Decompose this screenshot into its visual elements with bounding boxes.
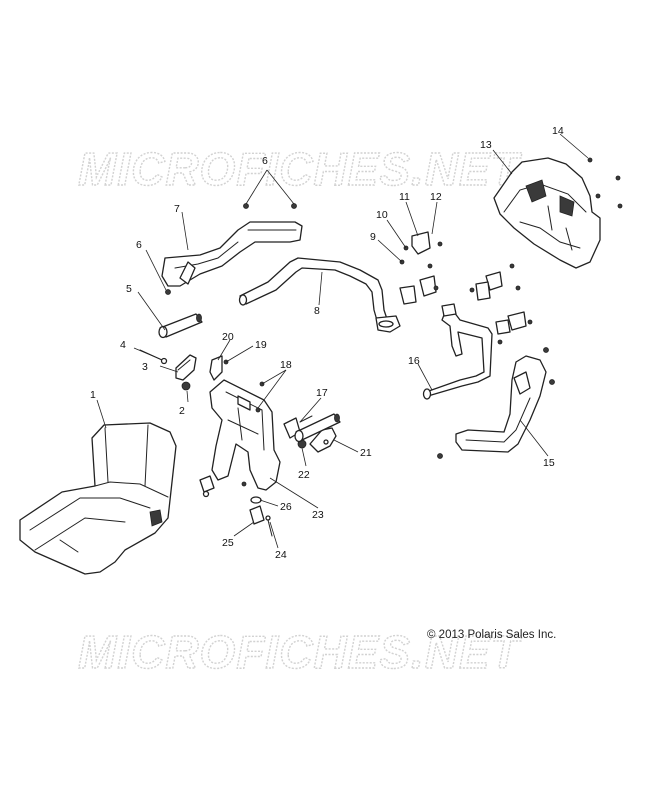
callout-12: 12 <box>430 191 442 203</box>
callout-10: 10 <box>376 209 388 221</box>
leader-lines <box>96 133 589 549</box>
part-roll-bar-8 <box>238 257 401 333</box>
callout-14: 14 <box>552 125 564 137</box>
part-seat <box>19 422 177 575</box>
callout-9: 9 <box>370 231 376 243</box>
callout-16: 16 <box>408 355 420 367</box>
part-grab-handle-7 <box>161 221 303 287</box>
part-fastener-14a <box>587 157 593 163</box>
part-fastener-14d <box>595 193 601 199</box>
part-grab-handle-15 <box>437 347 555 459</box>
callout-19: 19 <box>255 339 267 351</box>
callout-3: 3 <box>142 361 148 373</box>
part-fastener-14b <box>615 175 621 181</box>
part-tube-5 <box>158 313 203 339</box>
part-clamps <box>399 231 533 345</box>
callout-6b: 6 <box>136 239 142 251</box>
watermark-top: MICROFICHES.NET <box>78 143 523 195</box>
part-bumper-left <box>175 354 197 391</box>
callout-13: 13 <box>480 139 492 151</box>
part-tube-middle <box>294 413 341 443</box>
callout-6a: 6 <box>262 155 268 167</box>
callout-15: 15 <box>543 457 555 469</box>
part-rear-box-13 <box>493 157 601 269</box>
callout-1: 1 <box>90 389 96 401</box>
copyright-notice: © 2013 Polaris Sales Inc. <box>427 629 556 641</box>
callout-17: 17 <box>316 387 328 399</box>
part-roll-bar-16 <box>422 303 493 400</box>
callout-25: 25 <box>222 537 234 549</box>
part-fastener-14c <box>617 203 623 209</box>
callout-7: 7 <box>174 203 180 215</box>
callout-numbers: 1 2 3 4 5 6 6 7 8 9 10 11 12 13 14 15 16… <box>90 125 564 561</box>
callout-24: 24 <box>275 549 287 561</box>
part-bottom-hardware <box>199 475 273 537</box>
callout-8: 8 <box>314 305 320 317</box>
part-fastener-6c <box>165 289 171 295</box>
callout-2: 2 <box>179 405 185 417</box>
callout-20: 20 <box>222 331 234 343</box>
callout-26: 26 <box>280 501 292 513</box>
part-fastener-6b <box>291 203 297 209</box>
part-frame-bracket-23 <box>209 355 281 491</box>
callout-21: 21 <box>360 447 372 459</box>
watermark-bottom: MICROFICHES.NET <box>78 626 523 678</box>
callout-22: 22 <box>298 469 310 481</box>
callout-18: 18 <box>280 359 292 371</box>
callout-5: 5 <box>126 283 132 295</box>
callout-23: 23 <box>312 509 324 521</box>
callout-4: 4 <box>120 339 126 351</box>
part-fastener-6a <box>243 203 249 209</box>
callout-11: 11 <box>399 191 410 203</box>
